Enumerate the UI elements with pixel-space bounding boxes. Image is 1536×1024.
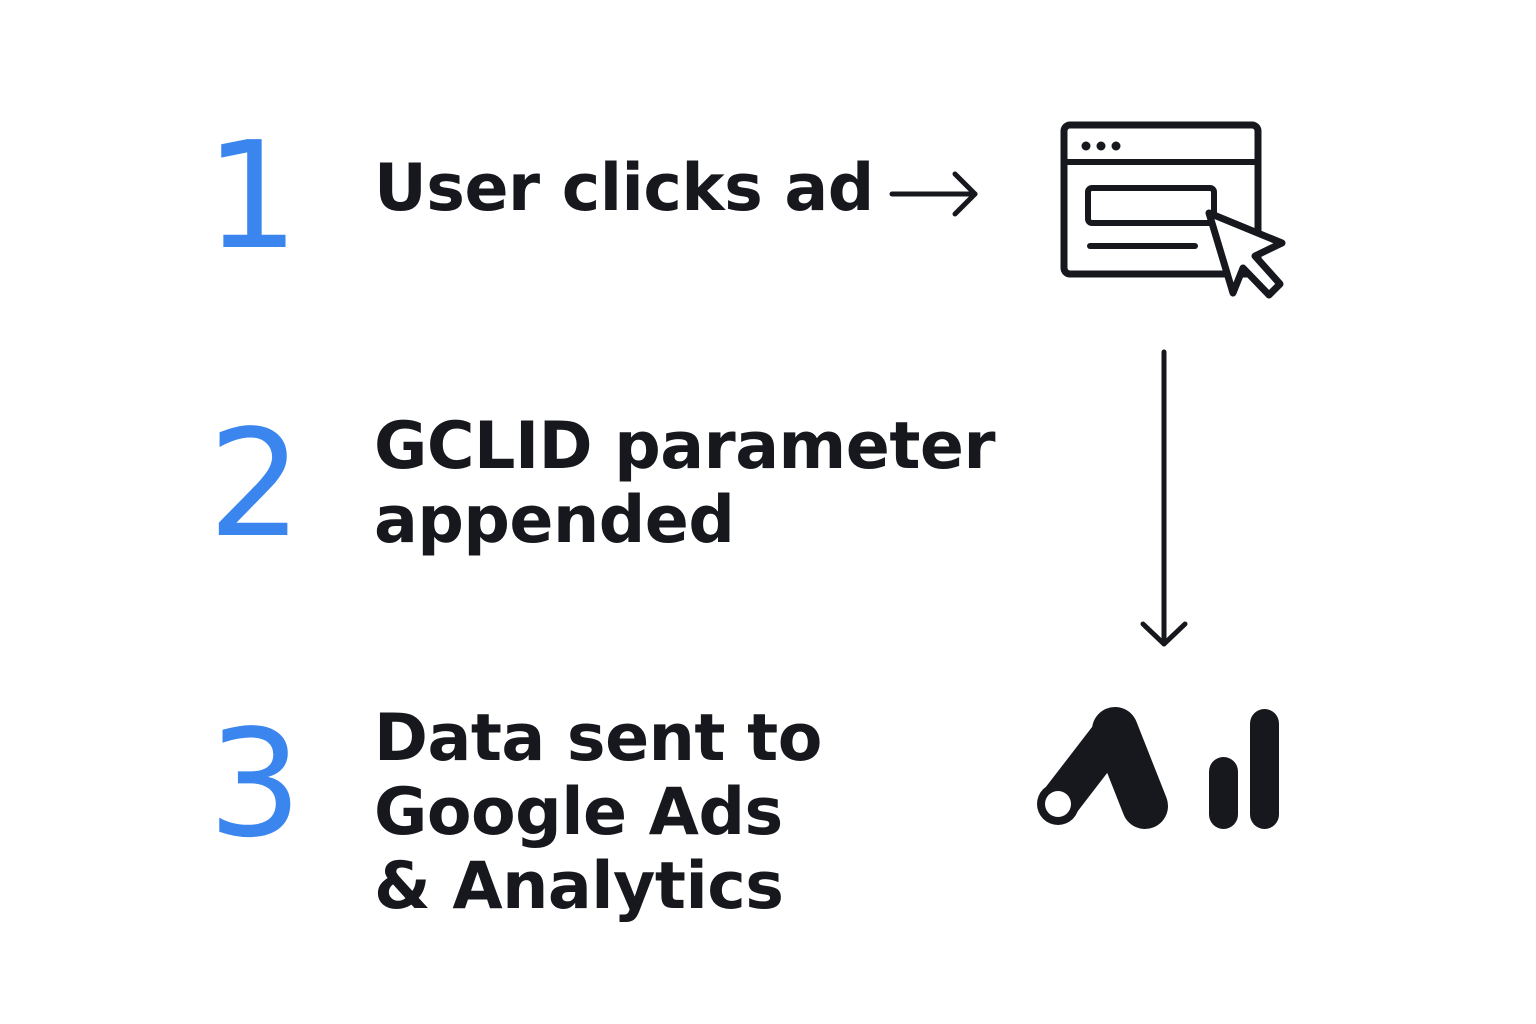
step-3-label-line-3: & Analytics bbox=[374, 849, 784, 924]
step-3-label-line-2: Google Ads bbox=[374, 775, 783, 850]
step-3-number: 3 bbox=[208, 698, 303, 870]
step-2-label: GCLID parameter appended bbox=[374, 409, 996, 558]
step-2-label-line-2: appended bbox=[374, 483, 735, 558]
step-2-number: 2 bbox=[208, 398, 303, 570]
step-1-number: 1 bbox=[205, 110, 300, 282]
step-2-label-line-1: GCLID parameter bbox=[374, 409, 996, 484]
step-3-label: Data sent to Google Ads & Analytics bbox=[374, 702, 822, 924]
google-analytics-logo-icon bbox=[1209, 709, 1279, 829]
google-ads-logo-icon bbox=[1037, 707, 1168, 829]
step-1-label: User clicks ad bbox=[374, 152, 874, 226]
browser-window-click-icon bbox=[1060, 121, 1286, 299]
step-3-label-line-1: Data sent to bbox=[374, 701, 822, 776]
arrow-right-icon bbox=[889, 171, 978, 217]
step-1-label-line-1: User clicks ad bbox=[374, 151, 874, 226]
arrow-down-icon bbox=[1140, 349, 1188, 647]
